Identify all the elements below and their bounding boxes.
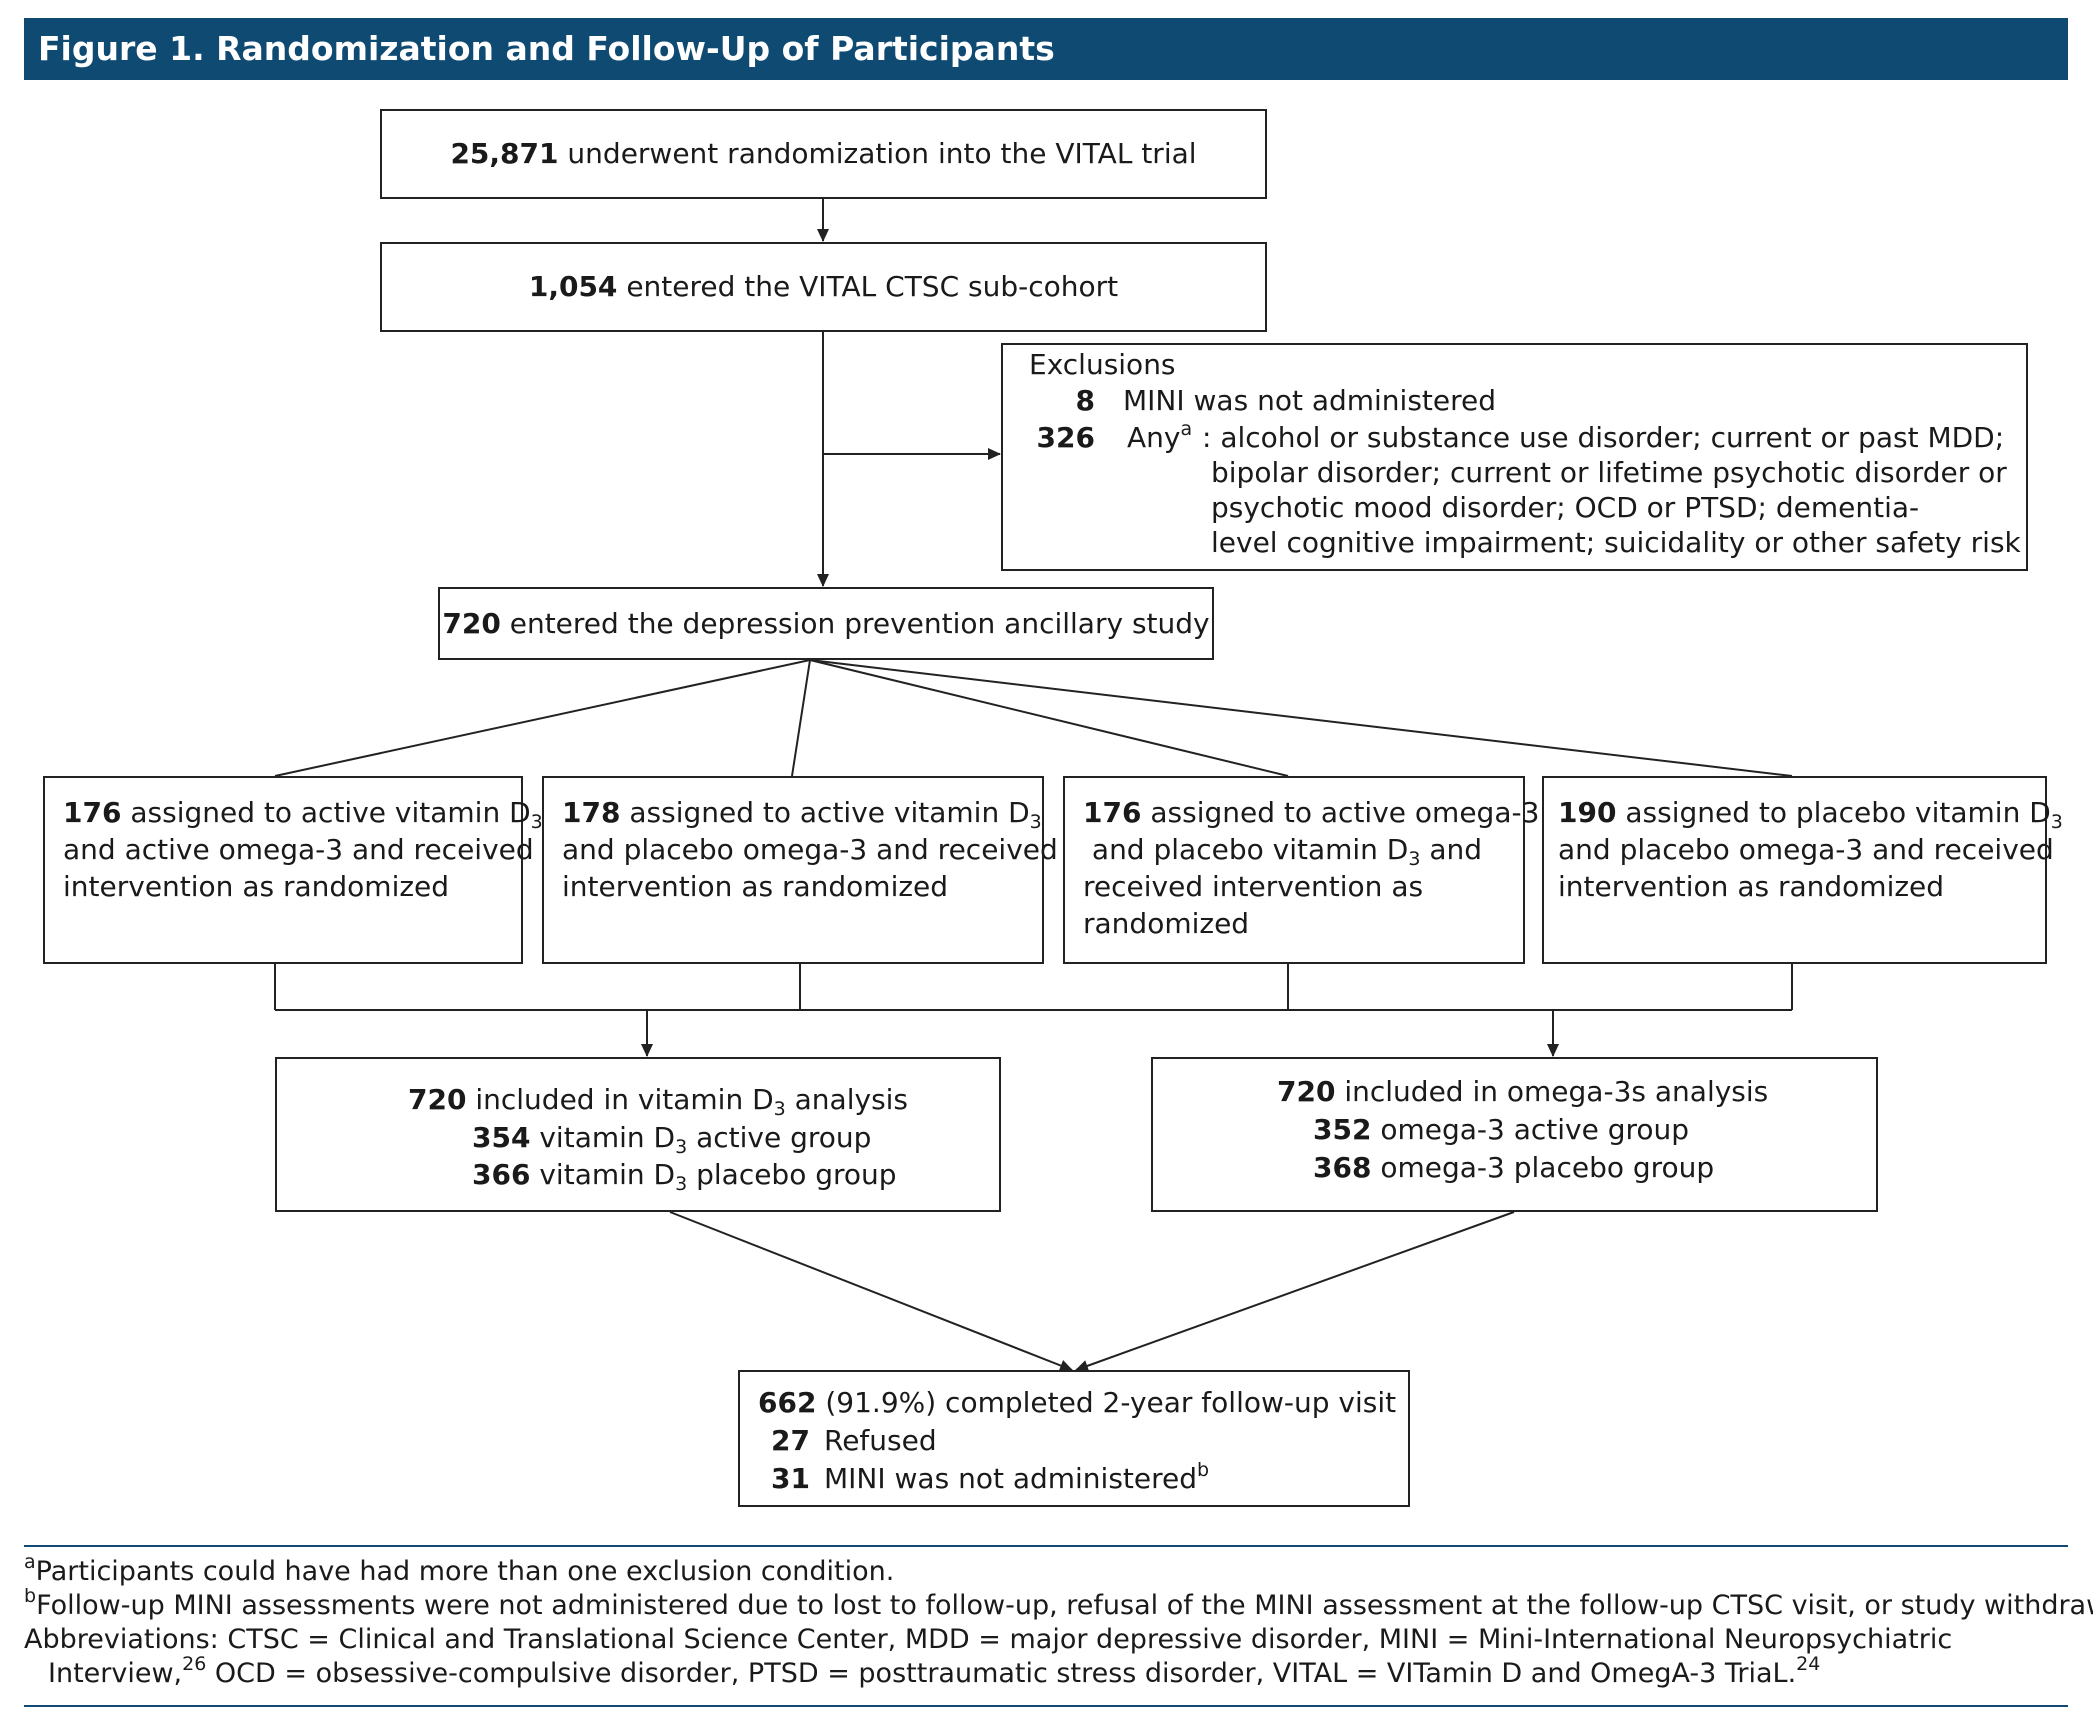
box-subcohort: 1,054 entered the VITAL CTSC sub-cohort [380,242,1267,332]
notadmin-text: MINI was not administered [824,1462,1198,1495]
refused-count: 27 [771,1424,810,1457]
footnote-mark: a [24,1551,36,1573]
branch-arm2 [791,659,811,777]
footnote-ref-b: b [1197,1459,1210,1481]
arm-text: assigned to active vitamin D [130,796,531,829]
exclusion-text-1: MINI was not administered [1123,384,1497,417]
refused-text: Refused [824,1424,937,1457]
box-arm1: 176 assigned to active vitamin D3 and ac… [43,776,543,964]
arm-text: intervention as randomized [562,870,949,903]
exclusion-line-1: : alcohol or substance use disorder; cur… [1202,421,2005,454]
divider-bottom [24,1705,2068,1707]
active-count: 352 [1313,1113,1372,1146]
count: 176 [63,796,122,829]
reference-mark: 24 [1796,1653,1821,1675]
arrow-vitd-to-followup [669,1211,1073,1372]
arm-text: intervention as randomized [1558,870,1945,903]
group-text: omega-3 active group [1380,1113,1690,1146]
figure-title: Figure 1. Randomization and Follow-Up of… [24,18,2068,80]
count: 720 [1277,1075,1336,1108]
arm-text: and [1420,833,1483,866]
branch-arm4 [809,659,1793,777]
box-ancillary: 720 entered the depression prevention an… [438,587,1214,660]
box-exclusions: Exclusions 8 MINI was not administered 3… [1001,343,2028,571]
abbreviations-line-1: Abbreviations: CTSC = Clinical and Trans… [24,1624,1953,1655]
notadmin-count: 31 [771,1462,810,1495]
text: underwent randomization into the VITAL t… [567,137,1197,170]
group-text: vitamin D [539,1158,676,1191]
count: 176 [1083,796,1142,829]
arrow-omega-to-followup [1075,1211,1515,1372]
arm-text: assigned to active vitamin D [629,796,1030,829]
group-text: active group [687,1121,872,1154]
subscript: 3 [1029,811,1042,833]
exclusions-title: Exclusions [1029,348,1176,381]
count: 25,871 [450,137,559,170]
arm-text: and placebo omega-3 and received [562,833,1058,866]
footnote-ref-a: a [1180,418,1193,440]
analysis-text: analysis [785,1083,909,1116]
box-arm3: 176 assigned to active omega-3 and place… [1063,776,1539,964]
group-text: vitamin D [539,1121,676,1154]
box-vitd-analysis: 720 included in vitamin D3 analysis 354 … [275,1057,1001,1212]
count: 720 [408,1083,467,1116]
box-followup: 662 (91.9%) completed 2-year follow-up v… [738,1370,1410,1507]
box-omega-analysis: 720 included in omega-3s analysis 352 om… [1151,1057,1878,1212]
exclusion-line-4: level cognitive impairment; suicidality … [1211,526,2021,559]
arm-text: received intervention as [1083,870,1424,903]
arm-text: and placebo omega-3 and received [1558,833,2054,866]
subscript: 3 [675,1136,688,1158]
exclusion-any-label: Any [1127,421,1181,454]
exclusion-line-2: bipolar disorder; current or lifetime ps… [1211,456,2007,489]
followup-text: (91.9%) completed 2-year follow-up visit [825,1386,1397,1419]
exclusion-line-3: psychotic mood disorder; OCD or PTSD; de… [1211,491,1920,524]
exclusion-count-1: 8 [1075,384,1095,417]
subscript: 3 [530,811,543,833]
subscript: 3 [1408,848,1421,870]
divider-top [24,1545,2068,1547]
subscript: 3 [675,1173,688,1195]
box-randomized: 25,871 underwent randomization into the … [380,109,1267,199]
footnote-b: bFollow-up MINI assessments were not adm… [24,1587,2093,1623]
branch-arm3 [809,659,1289,777]
count: 662 [758,1386,817,1419]
placebo-count: 368 [1313,1151,1372,1184]
abbreviations-line-2: Interview,26 OCD = obsessive-compulsive … [48,1655,1820,1691]
text: entered the depression prevention ancill… [509,607,1210,640]
subscript: 3 [773,1098,786,1120]
footnote-text: Follow-up MINI assessments were not admi… [36,1590,2093,1621]
reference-mark: 26 [182,1653,207,1675]
box-arm4: 190 assigned to placebo vitamin D3 and p… [1542,776,2063,964]
arm-text: assigned to placebo vitamin D [1625,796,2051,829]
arm-text: intervention as randomized [63,870,450,903]
count: 1,054 [528,270,618,303]
arm-text: and active omega-3 and received [63,833,534,866]
abbr-text: OCD = obsessive-compulsive disorder, PTS… [206,1658,1797,1689]
branch-arm1 [274,659,811,777]
arm-text: randomized [1083,907,1250,940]
analysis-text: included in omega-3s analysis [1344,1075,1769,1108]
count: 178 [562,796,621,829]
analysis-text: included in vitamin D [475,1083,774,1116]
arm-text: assigned to active omega-3 [1150,796,1540,829]
placebo-count: 366 [472,1158,531,1191]
arm-text: and placebo vitamin D [1091,833,1409,866]
group-text: placebo group [687,1158,897,1191]
active-count: 354 [472,1121,531,1154]
box-arm2: 178 assigned to active vitamin D3 and pl… [542,776,1058,964]
exclusion-count-2: 326 [1036,421,1095,454]
count: 190 [1558,796,1617,829]
footnote-a: aParticipants could have had more than o… [24,1553,895,1589]
abbr-text: Interview, [48,1658,183,1689]
group-text: omega-3 placebo group [1380,1151,1715,1184]
count: 720 [442,607,501,640]
footnote-text: Participants could have had more than on… [35,1556,895,1587]
text: entered the VITAL CTSC sub-cohort [626,270,1119,303]
footnote-mark: b [24,1585,37,1607]
subscript: 3 [2050,811,2063,833]
